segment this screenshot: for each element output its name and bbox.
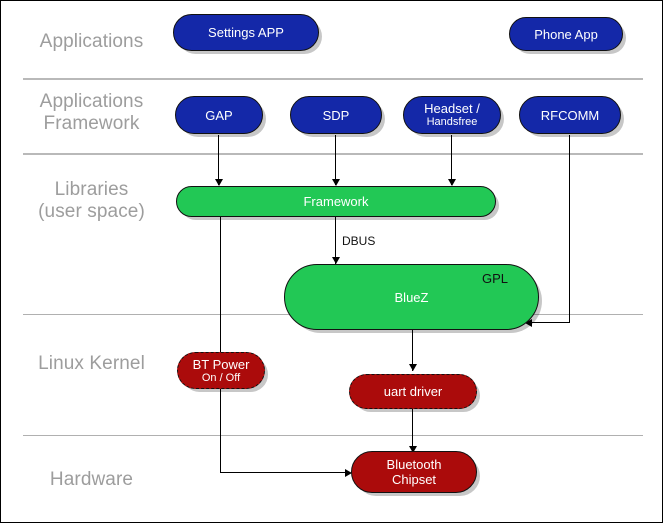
node-headset-handsfree-label: Headset / xyxy=(424,101,480,116)
node-sdp-label: SDP xyxy=(322,107,350,123)
edge-bluez-to-uart-arrow xyxy=(409,364,417,371)
edge-framework-to-chipset-hline xyxy=(220,472,346,473)
node-headset-handsfree-sublabel: Handsfree xyxy=(426,116,478,128)
edge-rfcomm-to-bluez-hline xyxy=(531,322,570,323)
edge-rfcomm-to-bluez-vline xyxy=(569,135,570,323)
node-bluez-license-badge: GPL xyxy=(482,271,509,286)
edge-headset-to-framework-arrow xyxy=(448,179,456,186)
edge-bluez-to-uart-line xyxy=(412,329,413,371)
node-bluetooth-chipset-sublabel: Chipset xyxy=(391,472,437,487)
node-uart-driver[interactable]: uart driver xyxy=(349,374,477,409)
node-uart-driver-label: uart driver xyxy=(383,384,443,399)
edge-framework-to-chipset-arrow xyxy=(345,469,352,477)
node-bt-power[interactable]: BT Power On / Off xyxy=(177,352,265,389)
edge-headset-to-framework-line xyxy=(451,135,452,185)
node-bluez[interactable]: BlueZ xyxy=(284,264,539,330)
node-settings-app[interactable]: Settings APP xyxy=(173,14,319,51)
edge-sdp-to-framework-arrow xyxy=(332,179,340,186)
node-bt-power-label: BT Power xyxy=(192,356,250,372)
edge-uart-to-chipset-line xyxy=(412,405,413,453)
node-sdp[interactable]: SDP xyxy=(290,96,382,134)
node-rfcomm[interactable]: RFCOMM xyxy=(519,96,621,134)
edge-framework-to-bluez-arrow xyxy=(332,257,340,264)
node-framework[interactable]: Framework xyxy=(176,186,496,217)
node-phone-app-label: Phone App xyxy=(534,26,598,42)
node-settings-app-label: Settings APP xyxy=(208,25,284,40)
edge-sdp-to-framework-line xyxy=(335,135,336,185)
node-headset-handsfree[interactable]: Headset / Handsfree xyxy=(403,96,501,134)
node-rfcomm-label: RFCOMM xyxy=(540,107,600,123)
edge-gap-to-framework-arrow xyxy=(215,179,223,186)
layer-label-hardware: Hardware xyxy=(49,469,134,490)
layer-label-applications-framework: Applications Framework xyxy=(39,91,144,134)
edge-uart-to-chipset-arrow xyxy=(409,446,417,453)
node-gap[interactable]: GAP xyxy=(175,96,263,134)
edge-framework-to-bluez-line xyxy=(335,216,336,264)
layer-separator-linux-kernel xyxy=(23,435,643,436)
layer-separator-applications-framework xyxy=(23,153,643,155)
edge-framework-to-chipset-vline xyxy=(220,216,221,473)
edge-rfcomm-to-bluez-arrow xyxy=(525,319,532,327)
edge-gap-to-framework-line xyxy=(218,135,219,185)
layer-separator-applications xyxy=(23,78,643,80)
node-bluetooth-chipset-label: Bluetooth xyxy=(386,457,442,472)
node-bluetooth-chipset[interactable]: Bluetooth Chipset xyxy=(351,451,477,493)
node-gap-label: GAP xyxy=(205,107,233,123)
node-framework-label: Framework xyxy=(303,194,369,209)
layer-label-linux-kernel: Linux Kernel xyxy=(38,353,145,374)
edge-label-dbus: DBUS xyxy=(342,234,376,248)
layer-label-applications: Applications xyxy=(39,31,144,52)
node-bluez-label: BlueZ xyxy=(394,289,429,305)
node-phone-app[interactable]: Phone App xyxy=(509,17,623,51)
layer-label-libraries: Libraries (user space) xyxy=(38,179,145,222)
node-bt-power-sublabel: On / Off xyxy=(201,371,241,384)
